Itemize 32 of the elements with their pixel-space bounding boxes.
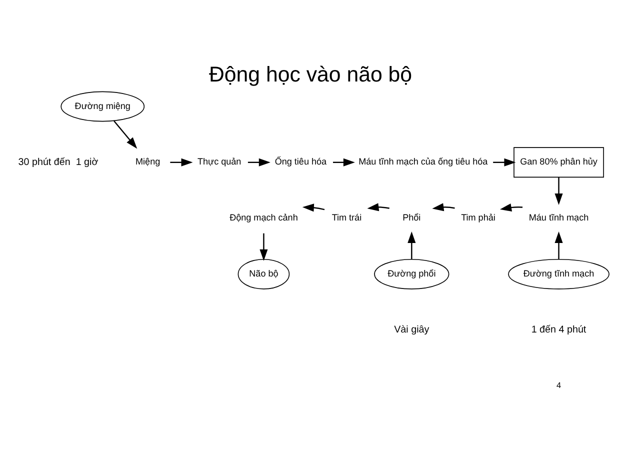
node-ellipse: Đường tĩnh mạch [508,258,610,290]
arrow [248,158,270,166]
arrow [260,233,268,261]
diagram-title: Động học vào não bộ [208,62,412,87]
node-box: Gan 80% phân hủy [514,147,604,178]
node-text: Động mạch cảnh [230,212,298,223]
node-label: 1 đến 4 phút [531,324,586,336]
node-text: Máu tĩnh mạch [528,212,589,223]
node-text: Ống tiêu hóa [274,156,327,167]
node-text: Miệng [136,156,160,167]
node-text: Tim phải [461,212,496,223]
arrow [408,231,416,259]
arrow [432,203,455,212]
arrow [500,204,523,212]
node-text: Phổi [402,212,421,223]
arrow [554,177,563,205]
node-label: Vài giây [394,324,430,336]
node-label: 30 phút đến 1 giờ [18,156,98,168]
label: 4 [556,380,562,390]
arrow [302,204,325,212]
arrow [554,231,563,259]
arrow [493,158,516,166]
arrow [114,120,138,149]
node-ellipse: Đường miệng [60,91,145,122]
node-text: Thực quản [197,156,242,167]
node-text: Máu tĩnh mạch của ống tiêu hóa [358,156,488,167]
arrow [367,203,390,212]
arrow [333,158,355,166]
node-ellipse: Não bộ [238,258,290,290]
arrow [170,158,193,166]
node-ellipse: Đường phổi [374,258,450,290]
node-text: Tim trái [332,212,362,223]
